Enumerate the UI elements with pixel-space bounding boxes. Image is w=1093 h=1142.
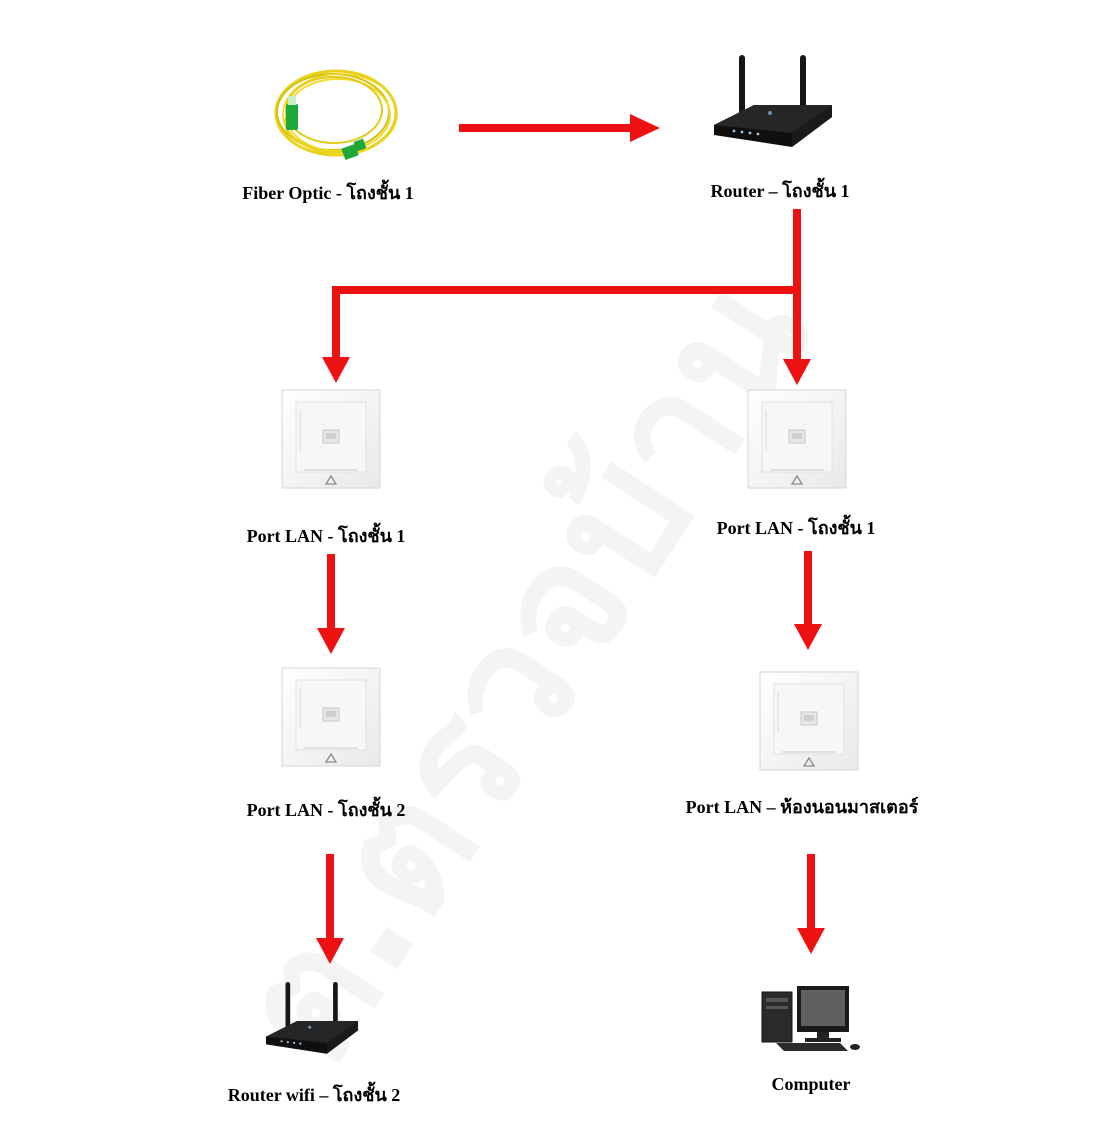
arrow-to-port-left-1-head: [322, 357, 350, 383]
lan-wall-socket-icon: [759, 671, 859, 771]
fiber-cable-icon: [274, 69, 398, 161]
arrow-to-port-master-head: [794, 624, 822, 650]
label-port-lan-right-1: Port LAN - โถงชั้น 1: [716, 518, 876, 538]
label-port-lan-master: Port LAN – ห้องนอนมาสเตอร์: [685, 797, 919, 817]
label-computer: Computer: [771, 1074, 851, 1094]
arrows: [316, 114, 825, 964]
arrow-fiber-router-head: [630, 114, 660, 142]
arrow-to-port-right-1-head: [783, 359, 811, 385]
desktop-computer-icon: [761, 986, 860, 1051]
router-icon: [266, 982, 359, 1054]
label-port-lan-left-2: Port LAN - โถงชั้น 2: [246, 800, 406, 820]
lan-wall-socket-icon: [281, 667, 381, 767]
lan-wall-socket-icon: [281, 389, 381, 489]
arrow-to-computer-head: [797, 928, 825, 954]
label-port-lan-left-1: Port LAN - โถงชั้น 1: [246, 526, 406, 546]
label-router-wifi: Router wifi – โถงชั้น 2: [227, 1085, 401, 1105]
router-icon: [714, 55, 832, 147]
arrow-to-router-wifi-head: [316, 938, 344, 964]
arrow-to-port-left-2-head: [317, 628, 345, 654]
label-router-main: Router – โถงชั้น 1: [710, 181, 850, 201]
lan-wall-socket-icon: [747, 389, 847, 489]
label-fiber-optic: Fiber Optic - โถงชั้น 1: [242, 183, 414, 203]
